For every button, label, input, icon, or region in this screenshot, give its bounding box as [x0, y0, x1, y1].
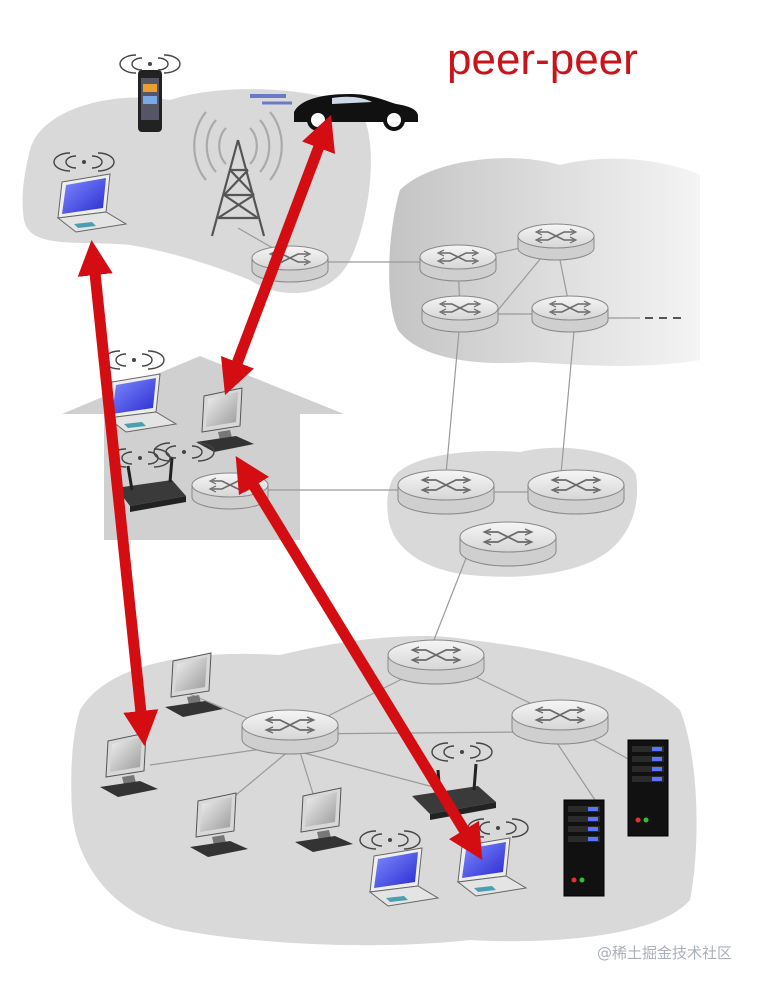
mobile-router-icon	[251, 245, 329, 283]
peer-arrow-car-to-home-desktop	[221, 114, 335, 396]
isp-router-icon	[517, 223, 595, 261]
phone-icon	[138, 70, 162, 132]
watermark-label: @稀土掘金技术社区	[597, 944, 733, 962]
server-icon	[563, 799, 605, 897]
regional-router-icon	[397, 469, 495, 515]
enterprise-router-icon	[511, 699, 609, 745]
peer-arrow-laptop-to-enterprise-desktop	[77, 239, 159, 747]
peer-arrow-home-to-enterprise-laptop	[235, 455, 483, 861]
server-icon	[627, 739, 669, 837]
page-title: peer-peer	[447, 35, 638, 84]
isp-router-icon	[419, 244, 497, 282]
peer-connections	[77, 114, 483, 861]
enterprise-router-icon	[241, 709, 339, 755]
regional-router-icon	[459, 521, 557, 567]
enterprise-router-icon	[387, 639, 485, 685]
isp-router-icon	[421, 295, 499, 333]
isp-router-icon	[531, 295, 609, 333]
wifi-waves-icon	[103, 350, 165, 370]
regional-router-icon	[527, 469, 625, 515]
